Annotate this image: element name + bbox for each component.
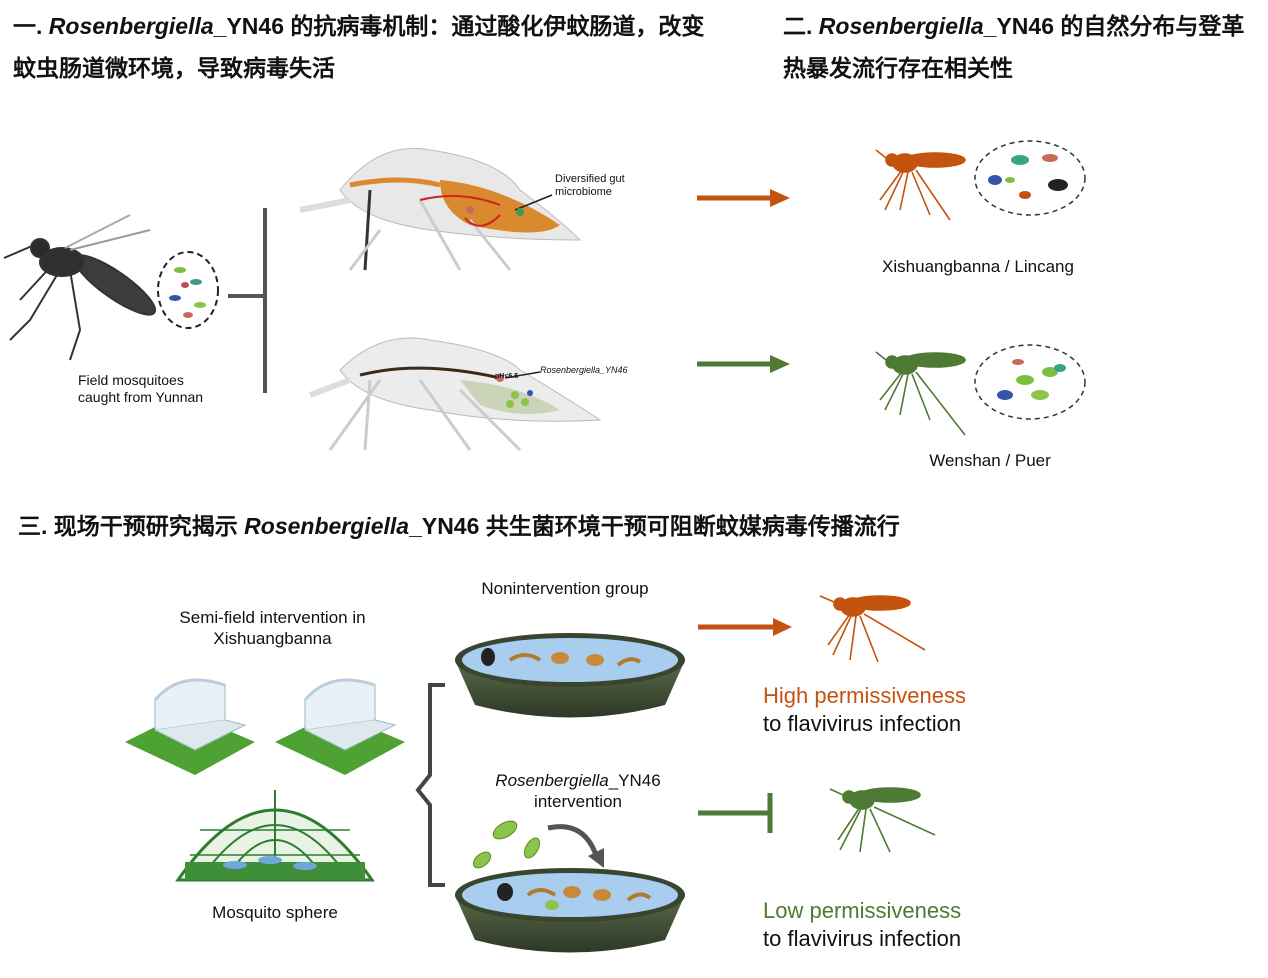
- rosenbergiella-small-label: Rosenbergiella_YN46: [540, 365, 628, 375]
- high-permissiveness-label: High permissiveness to flavivirus infect…: [763, 682, 1063, 738]
- section1-title: 一. Rosenbergiella_YN46 的抗病毒机制：通过酸化伊蚊肠道，改…: [13, 5, 753, 47]
- mosquito-green-large-icon: [829, 787, 936, 853]
- bowl-intervention-icon: [455, 868, 685, 953]
- section2-title: 二. Rosenbergiella_YN46 的自然分布与登革: [783, 5, 1263, 47]
- microbe-cluster-bottom-icon: [997, 359, 1066, 400]
- semi-field-line2: Xishuangbanna: [213, 629, 332, 648]
- section2-title-rest: _YN46 的自然分布与登革: [983, 13, 1245, 39]
- section1-title-italic: Rosenbergiella: [48, 13, 214, 39]
- region-bottom-label: Wenshan / Puer: [929, 451, 1051, 470]
- field-mosquito-label: Field mosquitoes caught from Yunnan: [78, 372, 203, 406]
- gut-anatomy-mosquito-bottom: [308, 337, 602, 452]
- field-label-line1: Field mosquitoes: [78, 372, 184, 388]
- field-label-line2: caught from Yunnan: [78, 389, 204, 405]
- group-bracket: [415, 683, 445, 887]
- intervention-italic: Rosenbergiella: [495, 771, 609, 790]
- section1-title-rest: _YN46 的抗病毒机制：通过酸化伊蚊肠道，改变: [213, 13, 705, 39]
- arrow-orange-top: [697, 189, 790, 207]
- mosquito-green-icon: [875, 351, 966, 436]
- low-permissiveness-label: Low permissiveness to flavivirus infecti…: [763, 897, 1063, 953]
- microbe-cluster-icon: [169, 267, 206, 318]
- rosenbergiella-bacteria-icon: [472, 820, 541, 869]
- greenhouse-right-icon: [275, 678, 405, 775]
- section1-title-line2: 蚊虫肠道微环境，导致病毒失活: [13, 55, 335, 81]
- microbe-bubble-top: [974, 140, 1086, 216]
- intervention-rest: _YN46: [608, 771, 661, 790]
- intervention-line2: intervention: [534, 792, 622, 811]
- intervention-line1: Rosenbergiella_YN46: [478, 770, 678, 791]
- microbe-cluster-top-icon: [988, 154, 1068, 199]
- high-permissiveness-line1: High permissiveness: [763, 683, 966, 708]
- section1-title-prefix: 一.: [13, 13, 49, 39]
- curved-arrow-icon: [547, 824, 600, 859]
- bowl-nonintervention-icon: [455, 633, 685, 718]
- section2-title-italic: Rosenbergiella: [818, 13, 984, 39]
- arrow-green-top: [697, 355, 790, 373]
- low-permissiveness-line1: Low permissiveness: [763, 898, 962, 923]
- mosquito-orange-large-icon: [819, 595, 926, 663]
- gut-label-line1: Diversified gut: [555, 173, 625, 185]
- gut-microbiome-label: Diversified gut microbiome: [555, 173, 625, 199]
- field-mosquito-icon: [3, 214, 157, 361]
- section3-title: 三. 现场干预研究揭示 Rosenbergiella_YN46 共生菌环境干预可…: [18, 505, 1018, 547]
- mosquito-sphere-icon: [175, 790, 375, 882]
- mosquito-sphere-label: Mosquito sphere: [212, 903, 338, 922]
- arrow-orange-bottom: [698, 618, 792, 636]
- section2-title-line2: 热暴发流行存在相关性: [783, 55, 1013, 81]
- section3-title-italic: Rosenbergiella: [244, 513, 410, 539]
- intervention-label: Rosenbergiella_YN46 intervention: [478, 770, 678, 812]
- section3-title-rest: _YN46 共生菌环境干预可阻断蚊媒病毒传播流行: [409, 513, 900, 539]
- gut-anatomy-mosquito-top: [299, 147, 582, 271]
- mosquito-orange-icon: [875, 149, 966, 221]
- semi-field-line1: Semi-field intervention in: [179, 608, 366, 627]
- microbe-bubble-field: [157, 251, 219, 329]
- greenhouse-left-icon: [125, 678, 255, 775]
- nonintervention-label: Nonintervention group: [481, 579, 649, 598]
- region-top-label: Xishuangbanna / Lincang: [882, 257, 1074, 276]
- section3-title-prefix: 三. 现场干预研究揭示: [18, 513, 245, 539]
- high-permissiveness-line2: to flavivirus infection: [763, 711, 962, 736]
- semi-field-label: Semi-field intervention in Xishuangbanna: [160, 607, 385, 649]
- inhibit-bar-green: [698, 793, 773, 833]
- section2-title-prefix: 二.: [783, 13, 819, 39]
- ph-label: pH<6.5: [495, 373, 519, 380]
- low-permissiveness-line2: to flavivirus infection: [763, 926, 962, 951]
- gut-label-line2: microbiome: [555, 186, 612, 198]
